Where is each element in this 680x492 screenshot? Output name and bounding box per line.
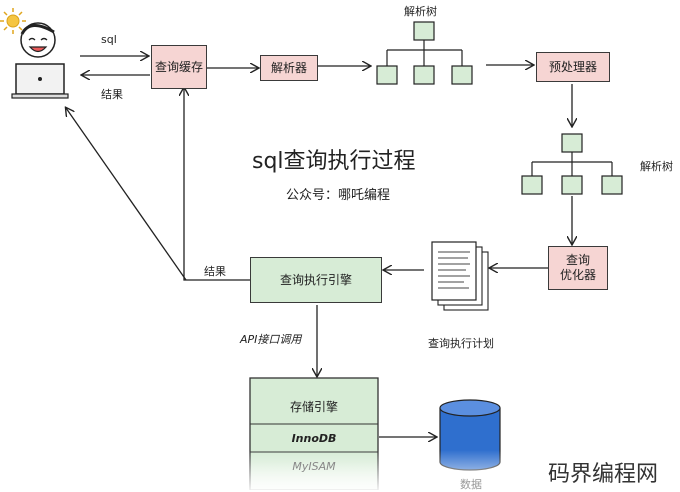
parse-tree-right bbox=[521, 133, 623, 195]
diagram-title: sql查询执行过程 bbox=[252, 149, 416, 174]
optimizer-label-line2: 优化器 bbox=[559, 268, 596, 282]
data-label: 数据 bbox=[460, 478, 482, 491]
query-cache-label: 查询缓存 bbox=[154, 59, 203, 74]
user-icon bbox=[11, 22, 69, 99]
diagram-subtitle: 公众号：哪吒编程 bbox=[286, 188, 391, 203]
document-stack-icon bbox=[431, 241, 489, 311]
parse-tree-right-label: 解析树 bbox=[640, 160, 673, 173]
sql-arrow-label: sql bbox=[101, 33, 117, 46]
watermark: 码界编程网 bbox=[548, 462, 659, 487]
result-top-label: 结果 bbox=[101, 88, 123, 101]
preprocessor-label: 预处理器 bbox=[548, 59, 597, 74]
parse-tree-top bbox=[376, 21, 473, 85]
parse-tree-top-label: 解析树 bbox=[404, 5, 437, 18]
optimizer-node: 查询 优化器 bbox=[548, 246, 608, 290]
preprocessor-node: 预处理器 bbox=[536, 52, 610, 82]
parser-node: 解析器 bbox=[260, 55, 318, 81]
api-call-label: API接口调用 bbox=[240, 333, 302, 346]
query-cache-node: 查询缓存 bbox=[151, 45, 207, 89]
storage-engine-label: 存储引擎 bbox=[289, 400, 338, 414]
result-mid-label: 结果 bbox=[204, 265, 226, 278]
sun-icon bbox=[0, 8, 26, 34]
execution-engine-label: 查询执行引擎 bbox=[279, 272, 352, 287]
optimizer-label-line1: 查询 bbox=[565, 253, 590, 267]
innodb-label: InnoDB bbox=[291, 432, 337, 445]
execution-engine-node: 查询执行引擎 bbox=[250, 257, 382, 303]
myisam-label: MyISAM bbox=[292, 460, 336, 473]
parser-label: 解析器 bbox=[270, 60, 307, 75]
query-plan-label: 查询执行计划 bbox=[428, 337, 494, 350]
storage-engine-node: 存储引擎 InnoDB MyISAM bbox=[250, 378, 378, 490]
